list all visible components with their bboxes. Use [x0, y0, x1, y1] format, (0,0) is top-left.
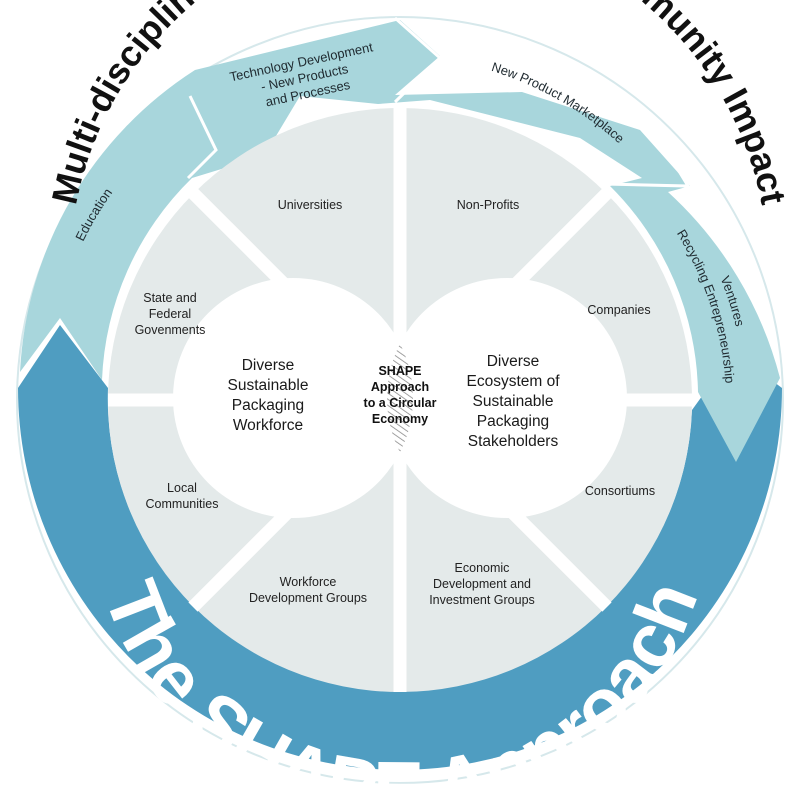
svg-text:Communities: Communities	[146, 497, 219, 511]
svg-text:Development Groups: Development Groups	[249, 591, 367, 605]
svg-text:Stakeholders: Stakeholders	[468, 433, 559, 450]
svg-text:Economic: Economic	[455, 561, 510, 575]
svg-text:SHAPE: SHAPE	[378, 364, 421, 378]
segment-non-profits: Non-Profits	[457, 198, 520, 212]
svg-text:Development and: Development and	[433, 577, 531, 591]
svg-text:Economy: Economy	[372, 412, 428, 426]
svg-text:Packaging: Packaging	[232, 397, 304, 414]
svg-text:Investment Groups: Investment Groups	[429, 593, 535, 607]
svg-text:Govenments: Govenments	[135, 323, 206, 337]
svg-text:Sustainable: Sustainable	[472, 393, 553, 410]
svg-text:Workforce: Workforce	[280, 575, 337, 589]
ecosystem-circle	[387, 278, 627, 518]
svg-text:Consortiums: Consortiums	[585, 484, 655, 498]
segment-companies: Companies	[587, 303, 650, 317]
arrow-divider-2	[393, 16, 443, 104]
segment-consortiums: Consortiums	[585, 484, 655, 498]
svg-text:Universities: Universities	[278, 198, 343, 212]
shape-approach-band	[18, 325, 782, 770]
svg-text:Non-Profits: Non-Profits	[457, 198, 520, 212]
segment-governments: State and Federal Govenments	[135, 291, 206, 337]
workforce-circle-label: Diverse Sustainable Packaging Workforce	[227, 357, 308, 434]
svg-text:Diverse: Diverse	[487, 353, 540, 370]
svg-text:Federal: Federal	[149, 307, 191, 321]
svg-text:Local: Local	[167, 481, 197, 495]
svg-text:Companies: Companies	[587, 303, 650, 317]
segment-local-communities: Local Communities	[146, 481, 219, 511]
arrow-divider-1	[186, 95, 218, 180]
segment-economic-development: Economic Development and Investment Grou…	[429, 561, 535, 607]
workforce-circle	[173, 278, 413, 518]
segment-workforce-groups: Workforce Development Groups	[249, 575, 367, 605]
svg-text:Sustainable: Sustainable	[227, 377, 308, 394]
svg-text:Diverse: Diverse	[242, 357, 295, 374]
svg-text:to a Circular: to a Circular	[364, 396, 437, 410]
arrow-divider-3	[604, 119, 691, 188]
svg-text:Approach: Approach	[371, 380, 429, 394]
svg-text:Ecosystem of: Ecosystem of	[466, 373, 560, 390]
segment-universities: Universities	[278, 198, 343, 212]
ecosystem-circle-label: Diverse Ecosystem of Sustainable Packagi…	[466, 353, 560, 450]
arrow-band	[20, 20, 780, 462]
center-label: SHAPE Approach to a Circular Economy	[364, 364, 437, 426]
svg-text:Workforce: Workforce	[233, 417, 303, 434]
svg-text:Packaging: Packaging	[477, 413, 549, 430]
svg-text:State and: State and	[143, 291, 197, 305]
